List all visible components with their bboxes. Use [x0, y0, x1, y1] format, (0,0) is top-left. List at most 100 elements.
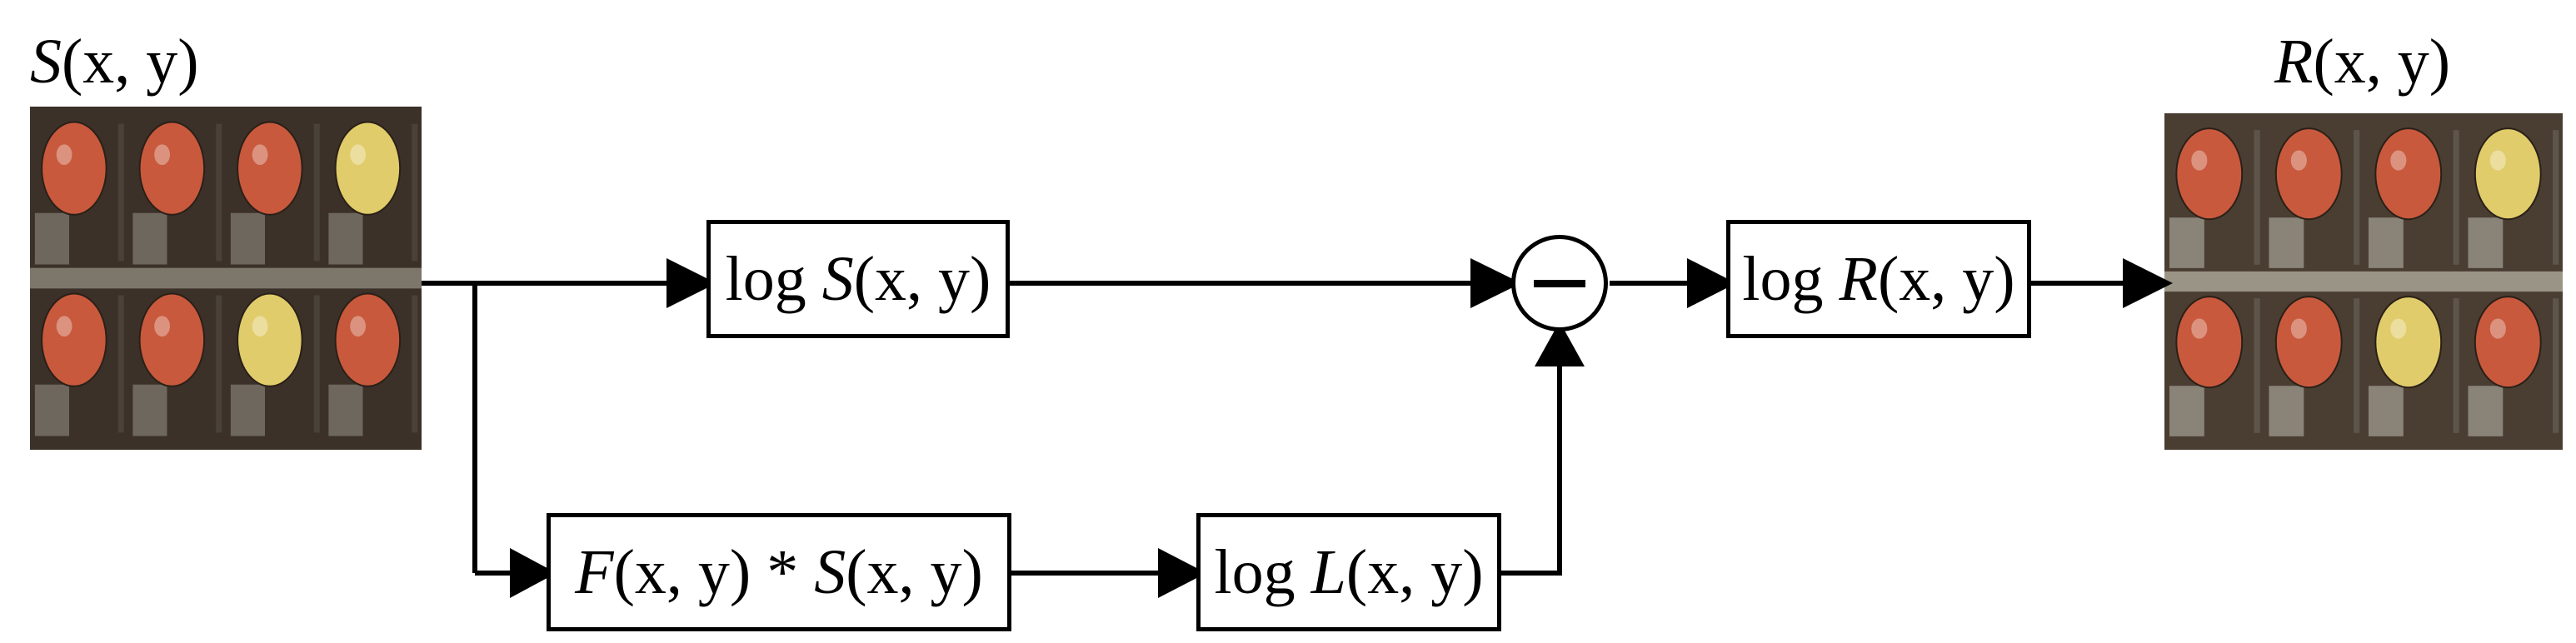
apple-red — [138, 121, 206, 216]
tray-bracket — [2269, 217, 2304, 268]
apple-highlight — [252, 316, 268, 337]
tray-rail — [2164, 271, 2563, 292]
output-fn: R — [2274, 27, 2314, 97]
conv-s-args: (x, y) — [846, 536, 983, 607]
conv-op: * — [751, 536, 815, 607]
tray-bracket — [34, 212, 69, 265]
apple-red — [41, 121, 107, 216]
apple-red — [2474, 296, 2542, 389]
log-r-box: log R(x, y) — [1726, 220, 2031, 338]
apple-highlight — [2191, 150, 2208, 171]
arrowhead-log-r — [1687, 258, 1736, 308]
tray-divider — [2553, 298, 2559, 433]
tray-bracket — [2169, 217, 2204, 268]
apple-yellow — [2374, 296, 2443, 389]
apple-yellow — [2474, 127, 2542, 221]
log-r-args: (x, y) — [1877, 243, 2015, 314]
log-s-box: log S(x, y) — [706, 220, 1010, 338]
apple-highlight — [350, 316, 367, 337]
subtract-node — [1511, 235, 1608, 331]
input-image — [30, 107, 422, 450]
apple-red — [2175, 296, 2244, 389]
arrowhead-minus-bottom — [1535, 322, 1585, 366]
tray-divider — [216, 295, 222, 433]
apple-highlight — [350, 144, 367, 166]
tray-divider — [2453, 298, 2459, 433]
apple-red — [334, 292, 402, 387]
log-l-args: (x, y) — [1345, 536, 1484, 607]
apple-red — [2374, 127, 2443, 221]
tray-divider — [412, 295, 418, 433]
tray-bracket — [2468, 386, 2504, 436]
log-s-prefix: log — [725, 243, 806, 314]
input-fn: S — [30, 27, 62, 97]
output-image — [2164, 113, 2563, 450]
conv-s-fn: S — [814, 536, 846, 607]
arrowhead-output — [2123, 258, 2173, 308]
minus-icon — [1534, 279, 1585, 287]
log-r-prefix: log — [1742, 243, 1824, 314]
conv-f-args: (x, y) — [613, 536, 751, 607]
tray-divider — [216, 123, 222, 262]
apple-red — [41, 292, 107, 387]
input-label: S(x, y) — [30, 30, 199, 93]
apple-red — [2274, 127, 2343, 221]
conv-f-fn: F — [575, 536, 614, 607]
tray-bracket — [2368, 386, 2404, 436]
arrowhead-conv — [510, 548, 557, 598]
apple-yellow — [237, 292, 303, 387]
tray-divider — [313, 123, 320, 262]
apple-highlight — [2489, 318, 2506, 339]
tray-bracket — [2468, 217, 2504, 268]
apple-red — [2274, 296, 2343, 389]
tray-bracket — [328, 384, 363, 436]
convolution-box: F(x, y) * S(x, y) — [547, 513, 1011, 631]
tray-bracket — [2269, 386, 2304, 436]
apple-highlight — [2390, 150, 2407, 171]
apple-highlight — [56, 144, 72, 166]
log-s-args: (x, y) — [853, 243, 991, 314]
tray-divider — [2354, 130, 2360, 265]
tray-bracket — [132, 384, 167, 436]
tray-divider — [2453, 130, 2459, 265]
tray-bracket — [2169, 386, 2204, 436]
apple-highlight — [2290, 150, 2307, 171]
tray-bracket — [132, 212, 167, 265]
apple-highlight — [2290, 318, 2307, 339]
arrowhead-log-s — [666, 258, 716, 308]
apple-red — [237, 121, 303, 216]
apple-highlight — [2489, 150, 2506, 171]
apple-highlight — [2390, 318, 2407, 339]
tray-divider — [2553, 130, 2559, 265]
apple-highlight — [2191, 318, 2208, 339]
tray-divider — [2254, 298, 2260, 433]
apple-highlight — [154, 144, 171, 166]
arrowhead-minus-left — [1470, 258, 1521, 308]
apple-highlight — [252, 144, 268, 166]
output-args: (x, y) — [2313, 27, 2451, 97]
input-args: (x, y) — [62, 27, 199, 97]
wire-log-l-to-minus — [1501, 366, 1562, 576]
apple-yellow — [334, 121, 402, 216]
log-l-fn: L — [1310, 536, 1346, 607]
tray-divider — [412, 123, 418, 262]
tray-divider — [117, 123, 124, 262]
tray-bracket — [230, 212, 265, 265]
apple-highlight — [154, 316, 171, 337]
tray-divider — [117, 295, 124, 433]
tray-bracket — [328, 212, 363, 265]
log-l-prefix: log — [1214, 536, 1295, 607]
tray-divider — [2254, 130, 2260, 265]
output-label: R(x, y) — [2274, 30, 2450, 93]
apple-red — [2175, 127, 2244, 221]
arrowhead-log-l — [1158, 548, 1206, 598]
log-l-box: log L(x, y) — [1196, 513, 1501, 631]
tray-divider — [2354, 298, 2360, 433]
tray-rail — [30, 267, 422, 289]
log-r-fn: R — [1839, 243, 1878, 314]
apple-highlight — [56, 316, 72, 337]
tray-divider — [313, 295, 320, 433]
apple-red — [138, 292, 206, 387]
tray-bracket — [2368, 217, 2404, 268]
